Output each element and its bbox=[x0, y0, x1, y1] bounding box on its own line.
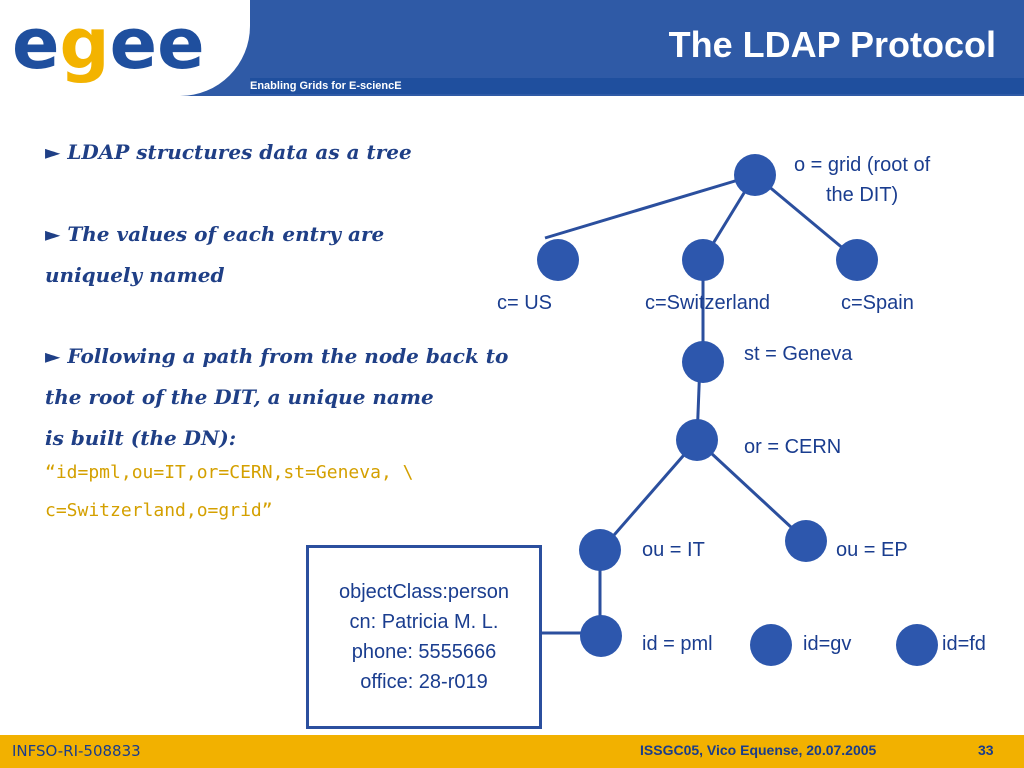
label-fd: id=fd bbox=[942, 633, 986, 655]
bullet-3-line-2: the root of the DIT, a unique name bbox=[45, 385, 434, 409]
node-fd bbox=[896, 624, 938, 666]
entry-office: office: 28-r019 bbox=[360, 671, 488, 693]
entry-cn: cn: Patricia M. L. bbox=[349, 611, 499, 633]
egee-logo: egee bbox=[12, 3, 205, 85]
node-gv bbox=[750, 624, 792, 666]
dn-example-line-1: “id=pml,ou=IT,or=CERN,st=Geneva, \ bbox=[45, 462, 414, 483]
bullet-2-line-1: ► The values of each entry are bbox=[45, 222, 385, 246]
bullet-3-line-3: is built (the DN): bbox=[45, 426, 237, 450]
label-root-line-1: o = grid (root of bbox=[794, 154, 931, 176]
page-number: 33 bbox=[978, 742, 994, 758]
tree-nodes bbox=[537, 154, 938, 666]
footer-event: ISSGC05, Vico Equense, 20.07.2005 bbox=[640, 742, 877, 758]
node-us bbox=[537, 239, 579, 281]
bullet-1-line-1: ► LDAP structures data as a tree bbox=[45, 140, 412, 164]
label-us: c= US bbox=[497, 292, 553, 314]
label-ep: ou = EP bbox=[836, 539, 908, 561]
label-spain: c=Spain bbox=[841, 292, 914, 314]
subtitle-bar bbox=[250, 78, 1024, 94]
edge-cern-ep bbox=[695, 438, 808, 543]
node-pml bbox=[580, 615, 622, 657]
entry-attributes-box: objectClass:person cn: Patricia M. L. ph… bbox=[306, 545, 542, 729]
edge-root-es bbox=[754, 173, 858, 262]
bullet-2: ► The values of each entry are uniquely … bbox=[45, 214, 635, 296]
label-pml: id = pml bbox=[642, 633, 713, 655]
page-title: The LDAP Protocol bbox=[668, 24, 996, 65]
node-cern bbox=[676, 419, 718, 461]
node-it bbox=[579, 529, 621, 571]
bullet-2-line-2: uniquely named bbox=[45, 263, 225, 287]
dn-example: “id=pml,ou=IT,or=CERN,st=Geneva, \ c=Swi… bbox=[45, 454, 645, 530]
header-subtitle: Enabling Grids for E-sciencE bbox=[250, 80, 402, 92]
node-geneva bbox=[682, 341, 724, 383]
bullet-3-line-1: ► Following a path from the node back to bbox=[45, 344, 509, 368]
logo-background: egee bbox=[0, 0, 250, 96]
label-cern: or = CERN bbox=[744, 436, 842, 458]
bullet-1: ► LDAP structures data as a tree bbox=[45, 132, 635, 173]
label-root: o = grid (root of the DIT) bbox=[794, 150, 930, 210]
bullet-3: ► Following a path from the node back to… bbox=[45, 336, 635, 459]
node-spain bbox=[836, 239, 878, 281]
node-switzerland bbox=[682, 239, 724, 281]
footer-bar bbox=[0, 735, 1024, 768]
label-gv: id=gv bbox=[803, 633, 852, 655]
label-it: ou = IT bbox=[642, 539, 705, 561]
label-root-line-2: the DIT) bbox=[825, 184, 899, 206]
dn-example-line-2: c=Switzerland,o=grid” bbox=[45, 500, 273, 521]
footer-project-id: INFSO-RI-508833 bbox=[12, 742, 141, 760]
node-root bbox=[734, 154, 776, 196]
edge-cern-it bbox=[599, 439, 699, 551]
entry-phone: phone: 5555666 bbox=[351, 641, 497, 663]
entry-objectclass: objectClass:person bbox=[338, 581, 510, 603]
label-switzerland: c=Switzerland bbox=[645, 292, 771, 314]
edge-root-us bbox=[544, 173, 756, 240]
label-geneva: st = Geneva bbox=[744, 343, 853, 365]
node-ep bbox=[785, 520, 827, 562]
